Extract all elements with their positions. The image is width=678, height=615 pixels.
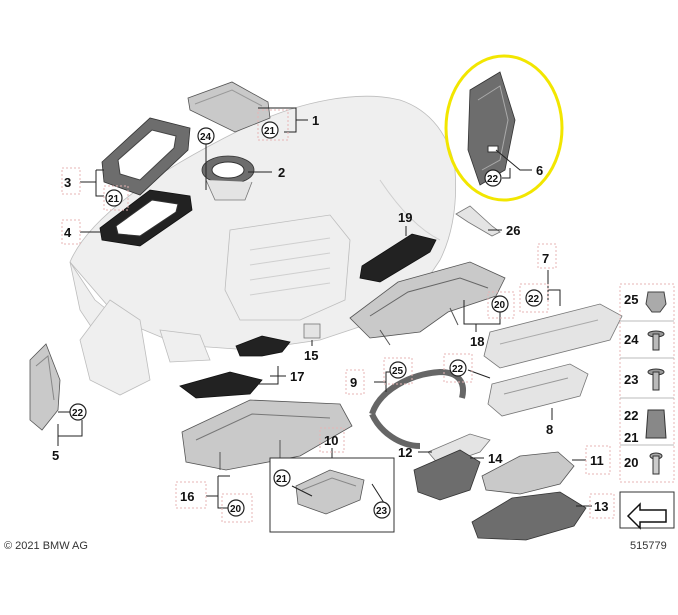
circled-23: 23	[376, 506, 388, 517]
callout-16: 16	[180, 489, 194, 504]
copyright-text: © 2021 BMW AG	[4, 540, 88, 552]
circled-22: 22	[528, 294, 540, 305]
callout-15: 15	[304, 348, 318, 363]
circled-20: 20	[230, 504, 242, 515]
legend-numbers: 25 24 23 22 21 20	[624, 292, 639, 470]
callout-2: 2	[278, 165, 285, 180]
circle-22-marker	[525, 289, 543, 307]
circle-20-marker	[227, 499, 245, 517]
callout-6: 6	[536, 163, 543, 178]
circle-21-marker	[105, 189, 123, 207]
pin-icon	[649, 452, 663, 475]
circled-22: 22	[452, 364, 464, 375]
screw-icon	[647, 330, 665, 351]
callout-13: 13	[594, 499, 608, 514]
circle-23-marker	[373, 501, 391, 519]
part-13-column-cover	[471, 491, 587, 541]
part-7-trim-strip	[483, 303, 623, 369]
circle-22-marker	[449, 359, 467, 377]
circled-25: 25	[392, 366, 404, 377]
part-6-side-trim	[467, 71, 516, 186]
part-2-center-vent	[201, 155, 255, 201]
arrow-icon	[626, 502, 667, 530]
part-5-side-panel	[29, 343, 61, 431]
circled-callouts: 21 24 21 22 22 20 22 25 22 20 21 23	[69, 121, 543, 519]
part-19-pad	[359, 233, 437, 283]
part-18-carrier	[349, 261, 506, 346]
callout-3: 3	[64, 175, 71, 190]
circled-21: 21	[108, 194, 120, 205]
diagram-number: 515779	[630, 540, 667, 552]
legend-20: 20	[624, 455, 638, 470]
dashboard-ghost	[69, 95, 456, 396]
circle-22-marker	[484, 169, 502, 187]
part-15-clip	[303, 323, 321, 339]
circled-24: 24	[200, 132, 212, 143]
part-16-lower-carrier	[181, 399, 353, 471]
circled-22: 22	[72, 408, 84, 419]
callout-17: 17	[290, 369, 304, 384]
legend-fasteners	[619, 283, 675, 483]
circle-21-marker	[261, 121, 279, 139]
legend-22: 22	[624, 408, 638, 423]
callout-8: 8	[546, 422, 553, 437]
callout-10: 10	[324, 433, 338, 448]
part-14-lower-trim	[413, 449, 481, 501]
part-26-bracket	[455, 205, 501, 237]
circled-20: 20	[494, 300, 506, 311]
direction-arrow-box	[619, 491, 675, 530]
part-3-frame	[101, 117, 191, 196]
callout-9: 9	[350, 375, 357, 390]
circled-22: 22	[487, 174, 499, 185]
callout-1: 1	[312, 113, 319, 128]
circle-25-marker	[389, 361, 407, 379]
circle-21-marker	[273, 469, 291, 487]
part-9-cluster-trim	[369, 368, 466, 449]
legend-21: 21	[624, 430, 638, 445]
callout-5: 5	[52, 448, 59, 463]
callout-18: 18	[470, 334, 484, 349]
callout-7: 7	[542, 251, 549, 266]
clip-icon	[645, 291, 667, 313]
circle-20-marker	[491, 295, 509, 313]
legend-25: 25	[624, 292, 638, 307]
callouts: 1 2 3 4 5 6 7 8 9 10 11 12 13 14 15 16 1…	[52, 113, 608, 514]
part-11-column-cover	[481, 451, 575, 495]
nut-clip-icon	[645, 409, 667, 439]
part-4-frame	[99, 189, 193, 247]
part-8-trim-bezel	[487, 363, 589, 417]
part-1-speaker-cover	[187, 81, 271, 133]
part-17-insulation	[179, 335, 291, 399]
callout-12: 12	[398, 445, 412, 460]
circle-24-marker	[197, 127, 215, 145]
callout-26: 26	[506, 223, 520, 238]
circle-22-marker	[69, 403, 87, 421]
highlight-ellipse	[444, 54, 564, 202]
callout-14: 14	[488, 451, 503, 466]
callout-19: 19	[398, 210, 412, 225]
circled-21: 21	[264, 126, 276, 137]
part-10-box	[269, 457, 395, 533]
circled-21: 21	[276, 474, 288, 485]
legend-23: 23	[624, 372, 638, 387]
callout-11: 11	[590, 453, 604, 468]
legend-24: 24	[624, 332, 639, 347]
callout-4: 4	[64, 225, 72, 240]
screw-icon	[647, 368, 665, 391]
leader-lines	[57, 107, 615, 523]
